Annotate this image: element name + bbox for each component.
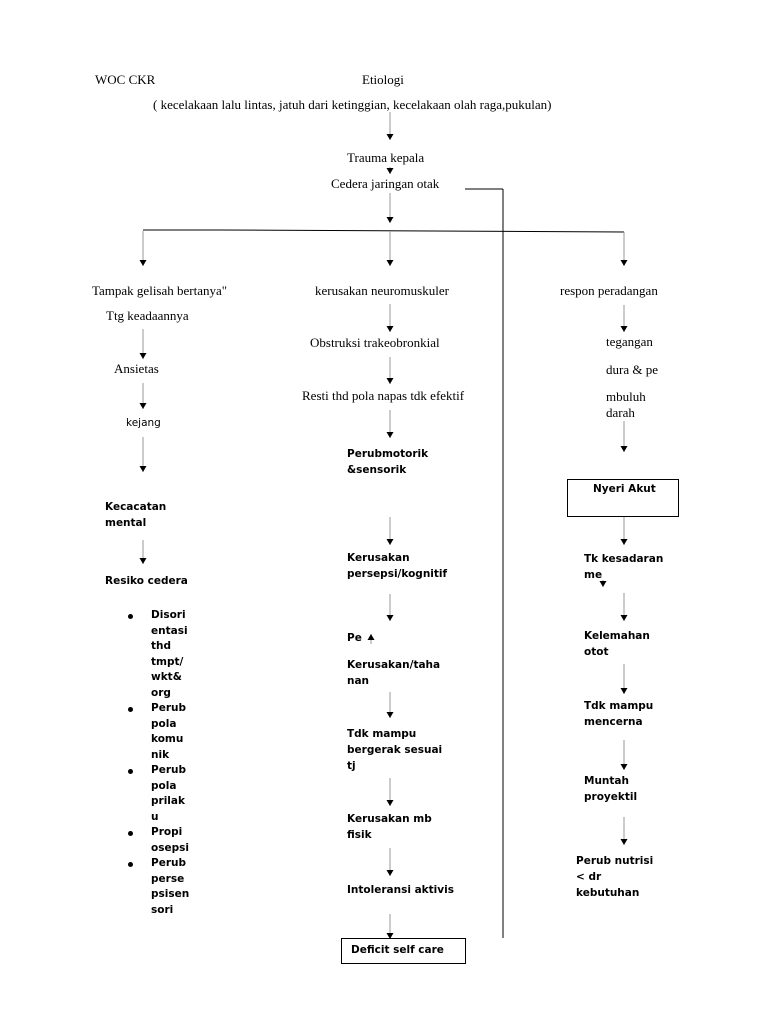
respon-peradangan: respon peradangan [560,283,658,298]
trauma-kepala: Trauma kepala [347,150,425,165]
connector-part [386,615,394,621]
connector-part [386,134,394,140]
connector-part [386,712,394,718]
connector-part [620,688,628,694]
connector-part [386,432,394,438]
connector-part [620,326,628,332]
flow-arrow [386,193,394,223]
flow-arrow [386,112,394,140]
perub-motorik-sensorik: Perubmotorik&sensorik [347,448,429,476]
flow-arrow [386,231,394,266]
intoleransi-aktivitas: Intoleransi aktivis [347,884,454,896]
connector-part [139,466,147,472]
ttg-keadaannya: Ttg keadaannya [106,308,189,323]
connector-part [386,800,394,806]
flow-arrow [386,517,394,545]
flow-arrow [620,593,628,621]
connector-part [620,260,628,266]
etiologi-causes: ( kecelakaan lalu lintas, jatuh dari ket… [153,97,552,112]
connector-part [386,326,394,332]
flow-arrow [139,231,147,266]
connector-part [620,839,628,845]
branch-line-main [219,229,625,233]
flow-arrow [620,421,628,452]
pe-label: Pe [347,632,362,644]
tampak-gelisah: Tampak gelisah bertanya" [92,283,228,298]
connector-part [386,933,394,939]
flow-arrow [139,540,147,564]
connector-part [620,446,628,452]
flow-arrow [620,817,628,845]
flow-arrow [139,437,147,472]
connector-part [386,260,394,266]
etiologi-label: Etiologi [362,72,404,87]
woc-title: WOC CKR [95,72,156,87]
flow-arrow [139,383,147,409]
nyeri-akut: Nyeri Akut [593,483,656,495]
tegangan: tegangan [606,334,653,349]
flow-arrow [386,848,394,876]
dura-pe: dura & pe [606,362,658,377]
deficit-self-care: Deficit self care [351,944,444,956]
resti-pola-napas: Resti thd pola napas tdk efektif [302,388,465,403]
connector-part [139,558,147,564]
flow-arrow [386,304,394,332]
flow-arrow [386,594,394,621]
connector-part [386,378,394,384]
flow-arrow [386,357,394,384]
connector-part [386,870,394,876]
obstruksi-trakeobronkial: Obstruksi trakeobronkial [310,335,440,350]
flow-arrow [620,664,628,694]
connector-part [599,581,607,587]
kejang: kejang [126,417,161,429]
nyeri-akut-box: Nyeri Akut [567,479,679,517]
flow-arrow [386,167,394,174]
connector-part [386,217,394,223]
deficit-self-care-box: Deficit self care [341,938,466,964]
connector-part [386,168,394,174]
flow-arrow [620,740,628,770]
connector-part [139,403,147,409]
flow-arrow [620,232,628,266]
connector-part [139,260,147,266]
flow-arrow [599,580,607,587]
connector-part [620,539,628,545]
flow-arrow [620,517,628,545]
flow-arrow [386,778,394,806]
connector-part [620,615,628,621]
resiko-cedera: Resiko cedera [105,575,188,587]
flow-arrow [139,329,147,359]
cedera-jaringan-otak: Cedera jaringan otak [331,176,440,191]
kerusakan-neuromuskuler: kerusakan neuromuskuler [315,283,449,298]
ansietas: Ansietas [114,361,159,376]
connector-part [367,634,375,640]
connector-part [386,539,394,545]
connector-part [620,764,628,770]
flow-arrow [367,634,375,644]
flow-arrow [620,305,628,332]
flow-arrow [386,692,394,718]
flow-arrow [386,914,394,939]
flow-arrow [386,410,394,438]
connector-part [139,353,147,359]
